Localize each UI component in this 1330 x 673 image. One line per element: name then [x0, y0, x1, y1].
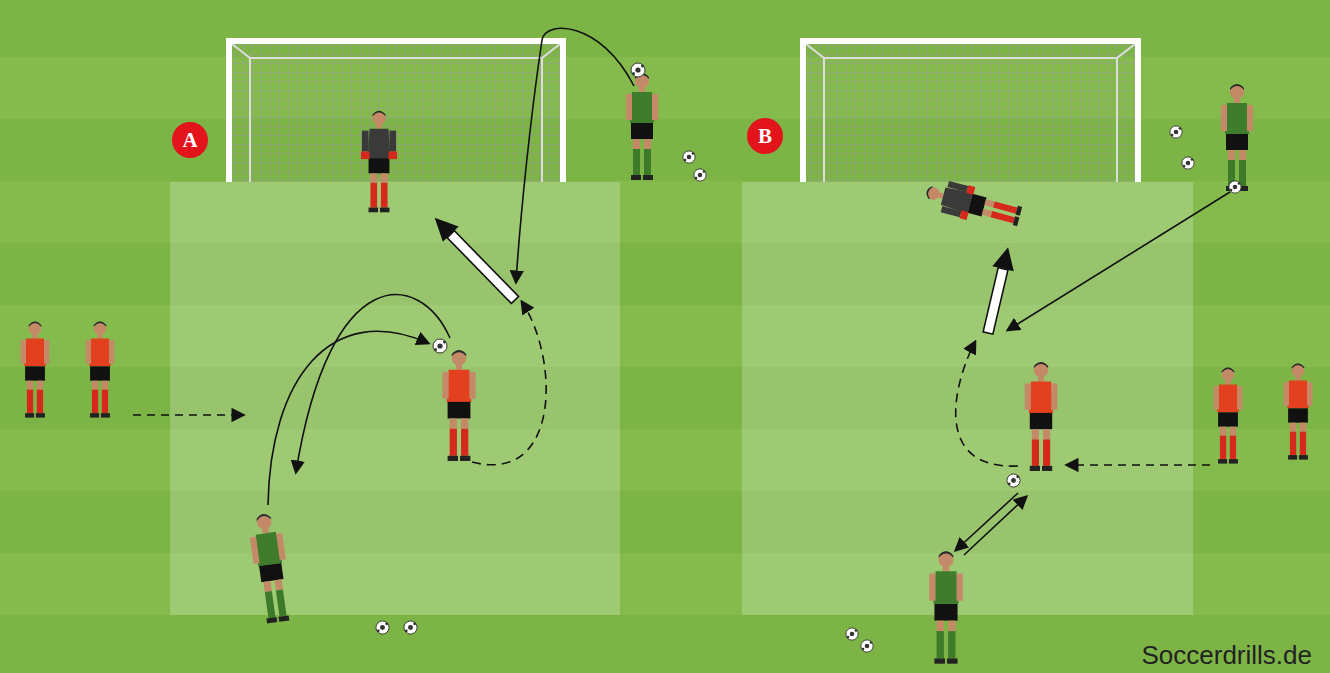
letter-badge: A [172, 122, 208, 158]
watermark: Soccerdrills.de [1141, 642, 1312, 668]
letter-badge: B [747, 118, 783, 154]
badge-letter: A [182, 130, 197, 151]
badge-letter: B [758, 126, 772, 147]
